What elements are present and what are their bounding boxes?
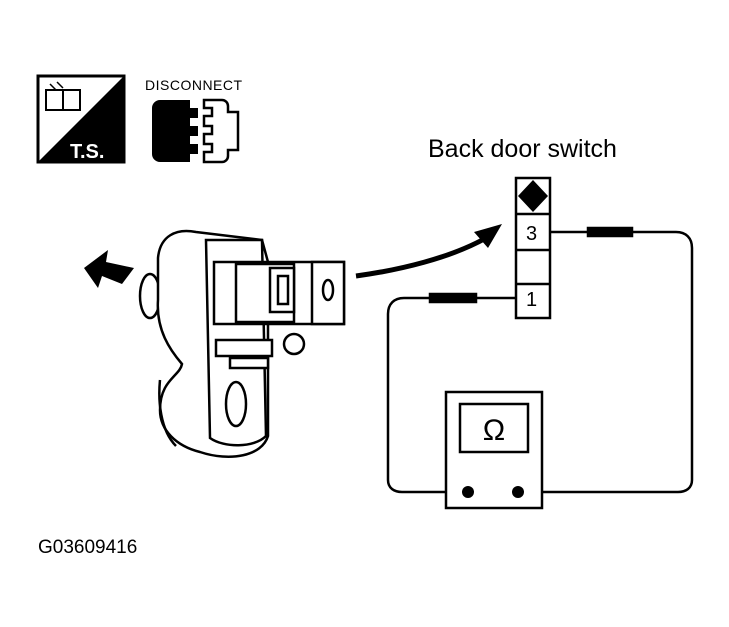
disconnect-connector-icon: DISCONNECT [145, 77, 243, 164]
ts-label: T.S. [70, 141, 104, 163]
switch-title: Back door switch [428, 135, 617, 163]
ohm-symbol: Ω [483, 414, 505, 447]
curved-arrow-icon [355, 224, 502, 279]
connector-key-icon [518, 180, 548, 212]
test-leads [386, 226, 694, 494]
connector-ts-icon: T.S. [36, 74, 126, 164]
connector-face [514, 176, 552, 320]
ohmmeter-icon [444, 390, 544, 510]
switch-illustration [138, 229, 346, 458]
figure-code: G03609416 [38, 537, 137, 558]
terminal-1-label: 1 [526, 289, 537, 311]
terminal-3-label: 3 [526, 223, 537, 245]
pointer-arrow-icon [84, 250, 134, 288]
disconnect-label: DISCONNECT [145, 77, 243, 93]
